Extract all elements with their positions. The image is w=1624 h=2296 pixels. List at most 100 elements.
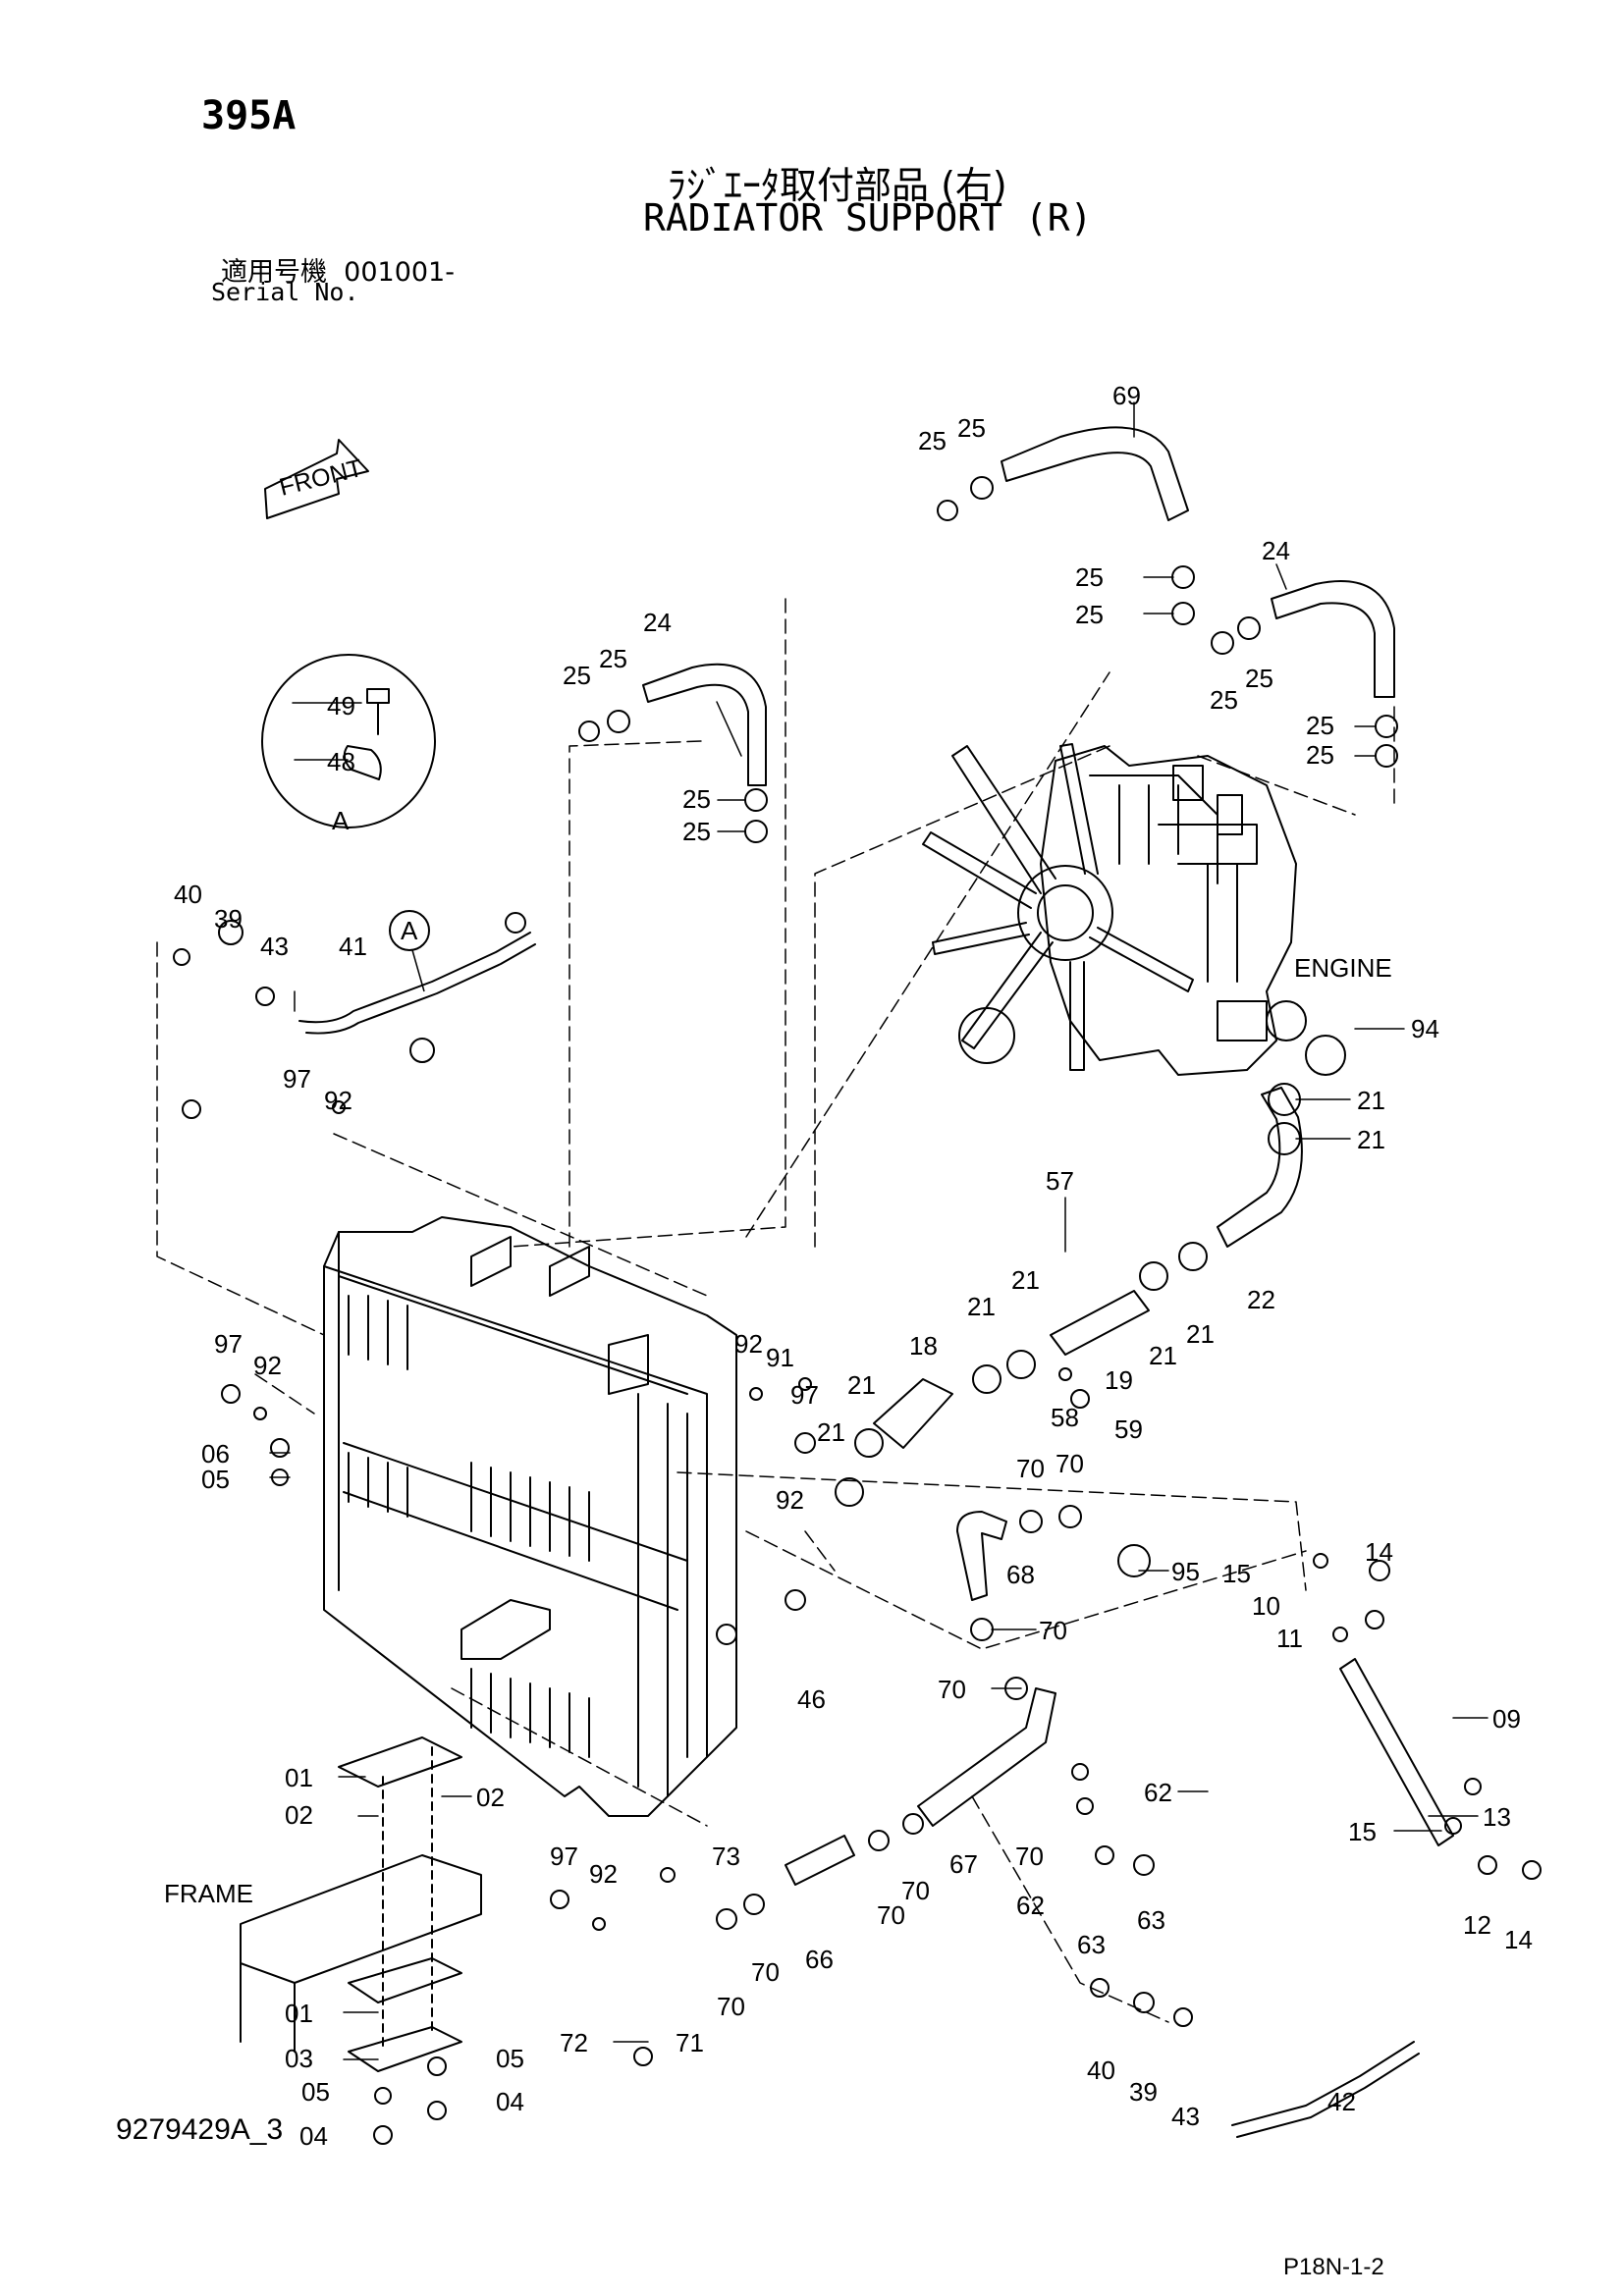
- part-label-01: 01: [285, 1999, 313, 2028]
- hose-22: [1217, 1087, 1303, 1248]
- hose-66: [785, 1835, 855, 1886]
- pipe-67: [917, 1687, 1056, 1827]
- part-label-91: 91: [766, 1343, 794, 1372]
- page-code: 395A: [201, 93, 297, 138]
- part-label-70: 70: [1016, 1454, 1045, 1483]
- part-label-92: 92: [253, 1351, 282, 1380]
- part-label-24: 24: [643, 608, 672, 637]
- part-label-25: 25: [1075, 600, 1104, 629]
- part-label-06: 06: [201, 1439, 230, 1468]
- part-label-94: 94: [1411, 1014, 1439, 1043]
- part-label-72: 72: [560, 2028, 588, 2057]
- part-label-73: 73: [712, 1842, 740, 1871]
- part-label-22: 22: [1247, 1285, 1275, 1314]
- page-reference: P18N-1-2: [1283, 2254, 1384, 2280]
- mount-plates: [338, 1736, 462, 2072]
- dashed-leaders: [156, 598, 1395, 2023]
- detail-a-letter: A: [332, 806, 350, 835]
- part-label-57: 57: [1046, 1166, 1074, 1196]
- part-label-46: 46: [797, 1684, 826, 1714]
- part-label-71: 71: [676, 2028, 704, 2057]
- part-label-05: 05: [201, 1465, 230, 1494]
- part-labels: 69 25 25 25 25 24 25 25 25 25 24 25 25 2…: [174, 381, 1533, 2151]
- part-label-92: 92: [776, 1485, 804, 1515]
- part-label-02: 02: [476, 1783, 505, 1812]
- part-label-25: 25: [957, 413, 986, 443]
- stay-09: [1339, 1658, 1454, 1846]
- part-label-14: 14: [1365, 1537, 1393, 1567]
- part-label-70: 70: [938, 1675, 966, 1704]
- part-label-43: 43: [1171, 2102, 1200, 2131]
- part-label-49: 49: [327, 691, 355, 721]
- part-label-21: 21: [1149, 1341, 1177, 1370]
- part-label-15: 15: [1348, 1817, 1377, 1846]
- part-label-11: 11: [1276, 1624, 1303, 1653]
- pipe-19: [1050, 1290, 1150, 1356]
- part-label-59: 59: [1114, 1415, 1143, 1444]
- part-label-25: 25: [682, 817, 711, 846]
- part-label-21: 21: [847, 1370, 876, 1400]
- part-label-48: 48: [327, 747, 355, 776]
- part-label-43: 43: [260, 932, 289, 961]
- part-label-62: 62: [1016, 1891, 1045, 1920]
- part-label-04: 04: [299, 2121, 328, 2151]
- title-english: RADIATOR SUPPORT (R): [643, 196, 1093, 240]
- hose-24-right: [1271, 580, 1395, 698]
- detail-a-callout: A: [401, 916, 418, 945]
- part-label-13: 13: [1483, 1802, 1511, 1832]
- part-label-10: 10: [1252, 1591, 1280, 1621]
- part-label-25: 25: [1210, 685, 1238, 715]
- part-label-66: 66: [805, 1945, 834, 1974]
- oil-hose-42: [1231, 2041, 1420, 2138]
- part-label-21: 21: [1186, 1319, 1215, 1349]
- part-label-05: 05: [301, 2077, 330, 2107]
- engine-drawing: [922, 743, 1297, 1076]
- part-label-70: 70: [1039, 1616, 1067, 1645]
- part-label-09: 09: [1492, 1704, 1521, 1734]
- part-label-25: 25: [1306, 711, 1334, 740]
- serial-range: 適用号機 001001-: [221, 257, 455, 288]
- part-label-05: 05: [496, 2044, 524, 2073]
- part-label-92: 92: [734, 1329, 763, 1359]
- part-label-39: 39: [1129, 2077, 1158, 2107]
- part-label-19: 19: [1105, 1365, 1133, 1395]
- part-label-95: 95: [1171, 1557, 1200, 1586]
- detail-a-callout-leader: [411, 949, 425, 992]
- part-label-67: 67: [949, 1849, 978, 1879]
- part-label-97: 97: [550, 1842, 578, 1871]
- hose-68: [956, 1511, 1007, 1601]
- detail-a-callout-circle: [389, 910, 430, 951]
- part-label-62: 62: [1144, 1778, 1172, 1807]
- part-label-25: 25: [599, 644, 627, 673]
- part-label-58: 58: [1051, 1403, 1079, 1432]
- detail-a-circle: [261, 654, 436, 828]
- part-label-01: 01: [285, 1763, 313, 1792]
- title-japanese: ﾗｼﾞｴｰﾀ取付部品 (右): [668, 164, 1007, 207]
- hose-24-left: [642, 663, 767, 786]
- radiator-drawing: [323, 1216, 737, 1817]
- part-label-92: 92: [324, 1086, 352, 1115]
- part-label-25: 25: [563, 661, 591, 690]
- part-label-25: 25: [1245, 664, 1273, 693]
- part-label-21: 21: [967, 1292, 996, 1321]
- oil-hose-41: [298, 932, 536, 1035]
- document-code: 9279429A_3: [116, 2113, 284, 2146]
- engine-label: ENGINE: [1294, 953, 1392, 983]
- part-label-70: 70: [1056, 1449, 1084, 1478]
- part-label-03: 03: [285, 2044, 313, 2073]
- part-label-02: 02: [285, 1800, 313, 1830]
- label-leaders: [269, 401, 1489, 2060]
- part-label-63: 63: [1077, 1930, 1106, 1959]
- part-label-15: 15: [1222, 1559, 1251, 1588]
- part-label-70: 70: [901, 1876, 930, 1905]
- part-label-40: 40: [174, 880, 202, 909]
- part-label-04: 04: [496, 2087, 524, 2116]
- part-label-68: 68: [1006, 1560, 1035, 1589]
- part-label-97: 97: [214, 1329, 243, 1359]
- part-label-69: 69: [1112, 381, 1141, 410]
- hose-18: [873, 1378, 953, 1449]
- part-label-25: 25: [682, 784, 711, 814]
- clamp-marks: [173, 476, 1542, 2145]
- hose-69: [1001, 426, 1189, 521]
